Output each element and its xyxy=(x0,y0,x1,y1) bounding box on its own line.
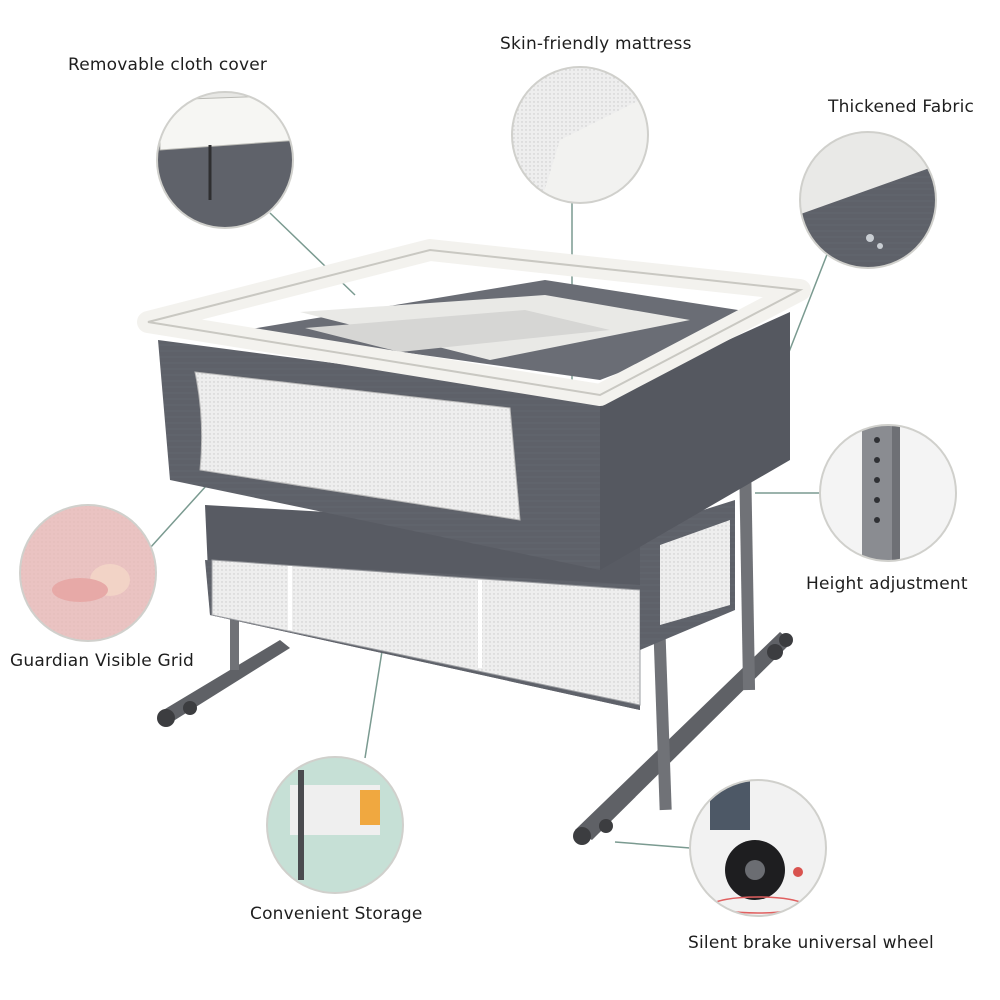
label-silent-brake-wheel: Silent brake universal wheel xyxy=(688,933,934,953)
wheel-detail xyxy=(689,779,827,917)
label-guardian-visible-grid: Guardian Visible Grid xyxy=(10,651,194,671)
height-detail xyxy=(819,424,957,562)
fabric-detail xyxy=(799,131,937,269)
mattress-detail xyxy=(511,66,649,204)
label-convenient-storage: Convenient Storage xyxy=(250,904,423,924)
wheels xyxy=(157,633,793,845)
label-thickened-fabric: Thickened Fabric xyxy=(828,97,975,117)
grid-detail xyxy=(19,504,157,642)
storage-basket xyxy=(205,500,735,710)
label-removable-cloth-cover: Removable cloth cover xyxy=(68,55,268,75)
storage-detail xyxy=(266,756,404,894)
label-skin-friendly-mattress: Skin-friendly mattress xyxy=(500,34,692,54)
cloth-cover-detail xyxy=(156,91,294,229)
label-height-adjustment: Height adjustment xyxy=(806,574,968,594)
bassinet xyxy=(137,239,811,845)
bed-body xyxy=(137,239,811,570)
